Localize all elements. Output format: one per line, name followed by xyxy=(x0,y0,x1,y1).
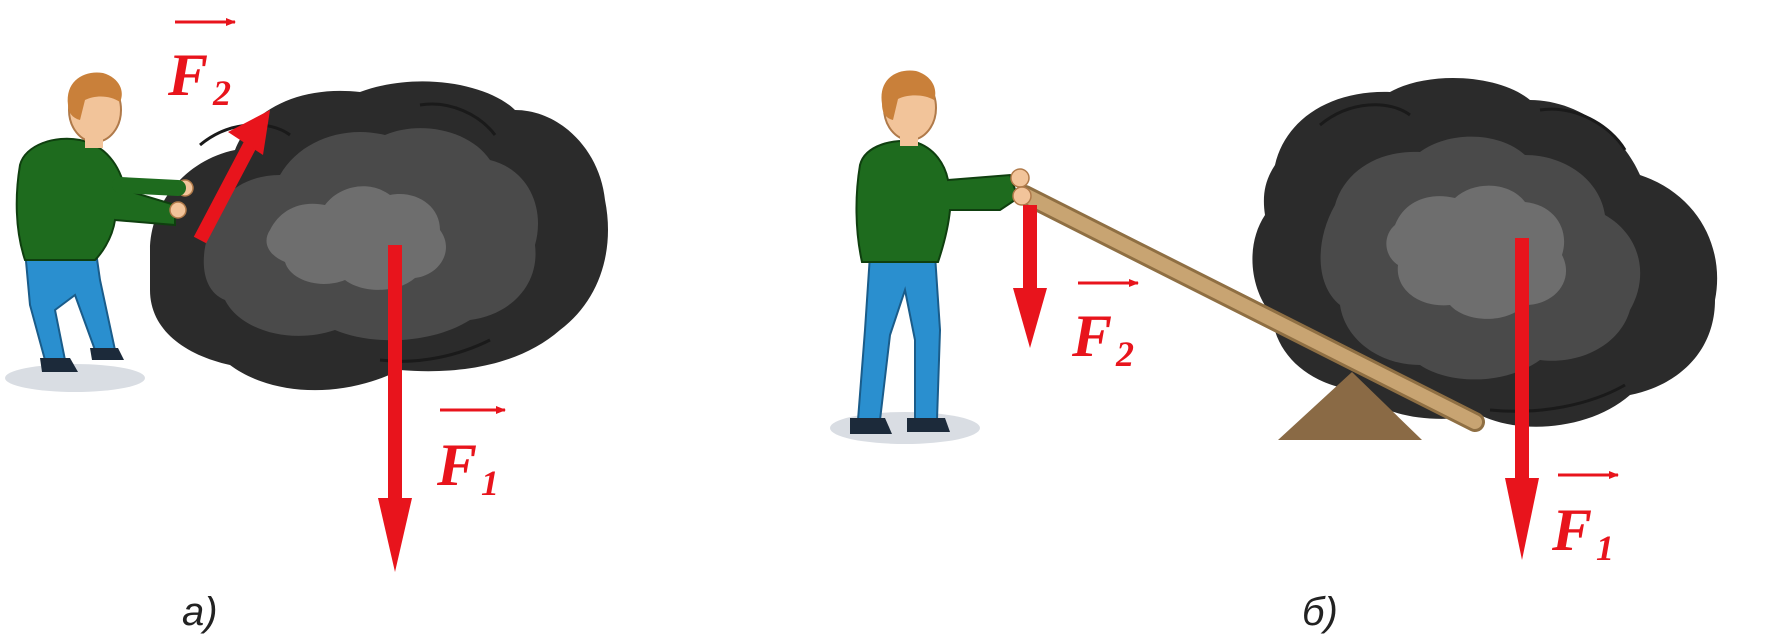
person-shadow xyxy=(5,364,145,392)
hair xyxy=(881,70,936,120)
force-f1-arrowhead xyxy=(378,498,412,572)
force-f2-symbol: F xyxy=(1071,303,1112,369)
panel-b-caption: б) xyxy=(1302,590,1338,634)
boulder xyxy=(1252,78,1718,427)
force-f1-label: F 1 xyxy=(1551,471,1619,568)
legs xyxy=(23,243,117,361)
force-f1-label: F 1 xyxy=(436,406,506,503)
force-f1-symbol: F xyxy=(1551,497,1592,563)
torso xyxy=(15,137,176,261)
force-f2-subscript: 2 xyxy=(1115,334,1134,374)
force-f2-symbol: F xyxy=(167,42,208,108)
panel-a: F 2 F 1 а) xyxy=(5,18,608,634)
force-f1-subscript: 1 xyxy=(1596,528,1614,568)
force-f1-subscript: 1 xyxy=(481,463,499,503)
boulder xyxy=(150,81,608,391)
person-with-lever xyxy=(850,70,1032,434)
force-f2-arrowhead xyxy=(228,110,270,155)
force-f2-label: F 2 xyxy=(167,18,236,113)
force-f2-label: F 2 xyxy=(1071,279,1139,374)
force-f1-symbol: F xyxy=(436,432,477,498)
person-pushing xyxy=(15,72,194,372)
panel-a-caption: а) xyxy=(182,590,218,634)
force-f2-arrow xyxy=(193,141,257,244)
hair xyxy=(67,72,122,120)
torso xyxy=(855,139,1020,263)
panel-b: F 2 F 1 б) xyxy=(830,70,1718,634)
force-f2-subscript: 2 xyxy=(212,73,231,113)
fulcrum xyxy=(1278,372,1422,440)
force-f2-arrowhead xyxy=(1013,288,1047,348)
force-f1-arrowhead xyxy=(1505,478,1539,560)
legs xyxy=(856,254,942,421)
